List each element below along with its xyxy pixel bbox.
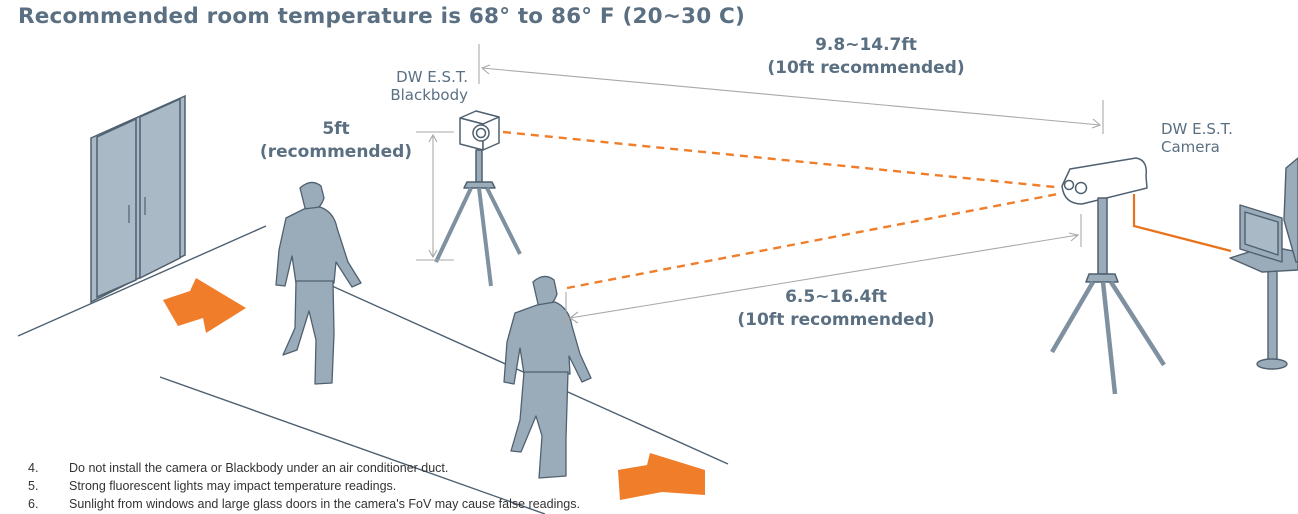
page-title: Recommended room temperature is 68° to 8… [18, 4, 746, 29]
camera-label: DW E.S.T. Camera [1161, 120, 1261, 156]
far-distance-note: (10ft recommended) [767, 58, 965, 78]
note-item: 4. Do not install the camera or Blackbody… [28, 459, 580, 477]
note-text: Strong fluorescent lights may impact tem… [69, 479, 397, 493]
glass-door [90, 94, 186, 304]
camera-label-line2: Camera [1161, 138, 1220, 156]
monitor-station [1229, 157, 1298, 370]
blackbody-device [434, 110, 522, 287]
blackbody-label: DW E.S.T. Blackbody [372, 68, 468, 104]
note-item: 5. Strong fluorescent lights may impact t… [28, 477, 580, 495]
note-text: Sunlight from windows and large glass do… [69, 497, 580, 511]
dimension-lines [416, 44, 1104, 326]
note-text: Do not install the camera or Blackbody u… [69, 461, 449, 475]
near-distance-note: (10ft recommended) [737, 310, 935, 330]
note-number: 6. [28, 497, 39, 511]
camera-cable [1132, 194, 1232, 253]
direction-arrow-right [618, 453, 705, 500]
blackbody-label-line2: Blackbody [390, 86, 468, 104]
thermal-camera-device [1050, 157, 1166, 395]
height-value: 5ft [322, 119, 350, 139]
note-number: 5. [28, 479, 39, 493]
note-item: 6. Sunlight from windows and large glass … [28, 495, 580, 513]
near-distance-label: 6.5~16.4ft (10ft recommended) [716, 286, 956, 332]
note-number: 4. [28, 461, 39, 475]
sight-lines [502, 130, 1059, 290]
near-distance-value: 6.5~16.4ft [785, 287, 887, 307]
direction-arrow-left [163, 278, 246, 333]
person-figure-walking-2 [503, 275, 592, 479]
installation-notes: 4. Do not install the camera or Blackbody… [28, 459, 580, 513]
height-note: (recommended) [259, 142, 413, 162]
person-figure-walking-1 [275, 181, 362, 385]
blackbody-label-line1: DW E.S.T. [396, 68, 468, 86]
height-dimension-label: 5ft (recommended) [246, 118, 426, 164]
far-distance-value: 9.8~14.7ft [815, 35, 917, 55]
camera-label-line1: DW E.S.T. [1161, 120, 1233, 138]
far-distance-label: 9.8~14.7ft (10ft recommended) [746, 34, 986, 80]
